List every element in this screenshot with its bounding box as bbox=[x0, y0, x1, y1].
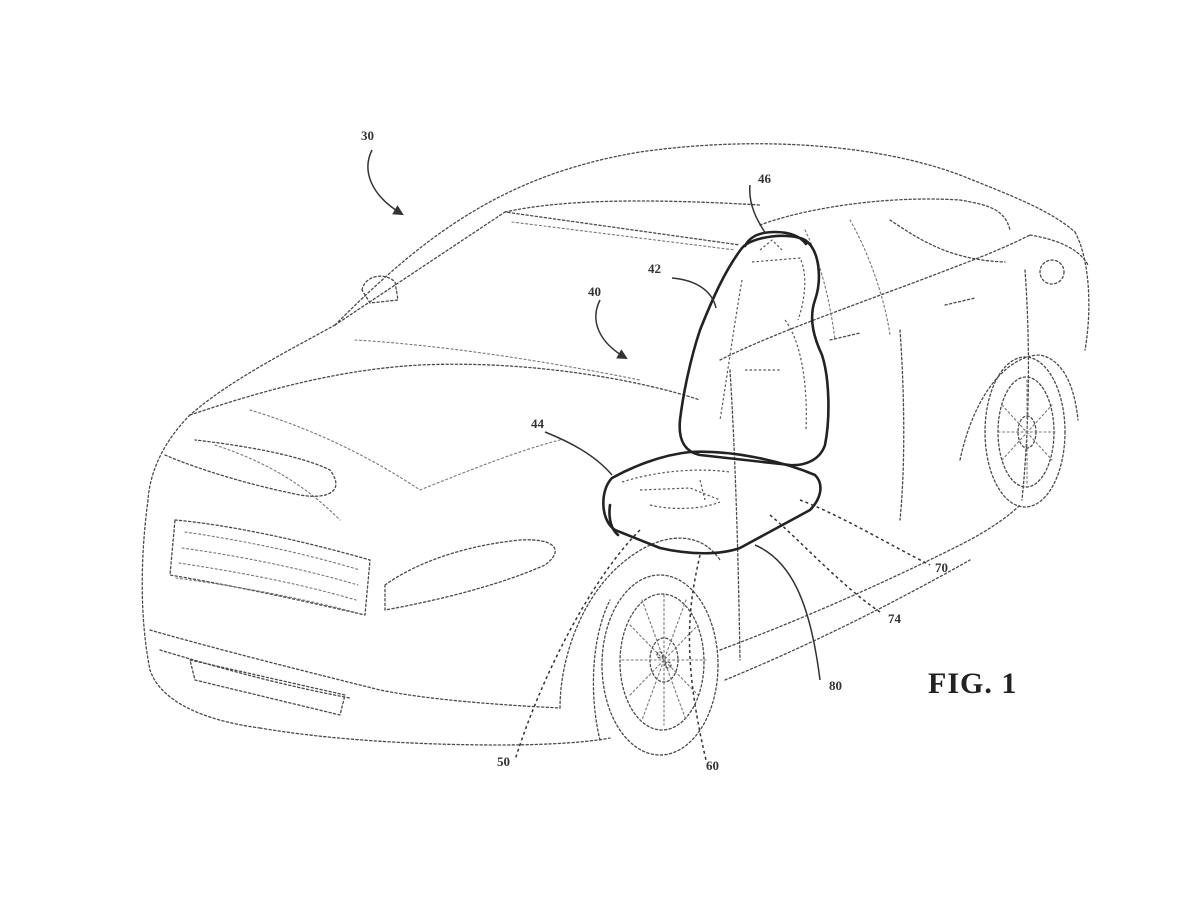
ref-46: 46 bbox=[758, 171, 772, 186]
car-outline bbox=[141, 143, 1090, 756]
headrest bbox=[743, 230, 808, 248]
seat-cushion bbox=[602, 450, 822, 555]
leader-lines bbox=[367, 149, 931, 761]
ref-80: 80 bbox=[829, 678, 842, 693]
seat-assembly bbox=[602, 230, 830, 555]
ref-42: 42 bbox=[648, 261, 661, 276]
seat-base bbox=[608, 503, 620, 537]
ref-30: 30 bbox=[361, 128, 374, 143]
ref-60: 60 bbox=[706, 758, 719, 773]
ref-74: 74 bbox=[888, 611, 902, 626]
ref-50: 50 bbox=[497, 754, 510, 769]
ref-40: 40 bbox=[588, 284, 601, 299]
ref-44: 44 bbox=[531, 416, 545, 431]
ref-70: 70 bbox=[935, 560, 948, 575]
figure-caption: FIG. 1 bbox=[928, 667, 1017, 700]
seat-back bbox=[678, 234, 830, 467]
reference-numerals: 30 40 42 44 46 70 74 80 50 60 bbox=[361, 128, 948, 773]
